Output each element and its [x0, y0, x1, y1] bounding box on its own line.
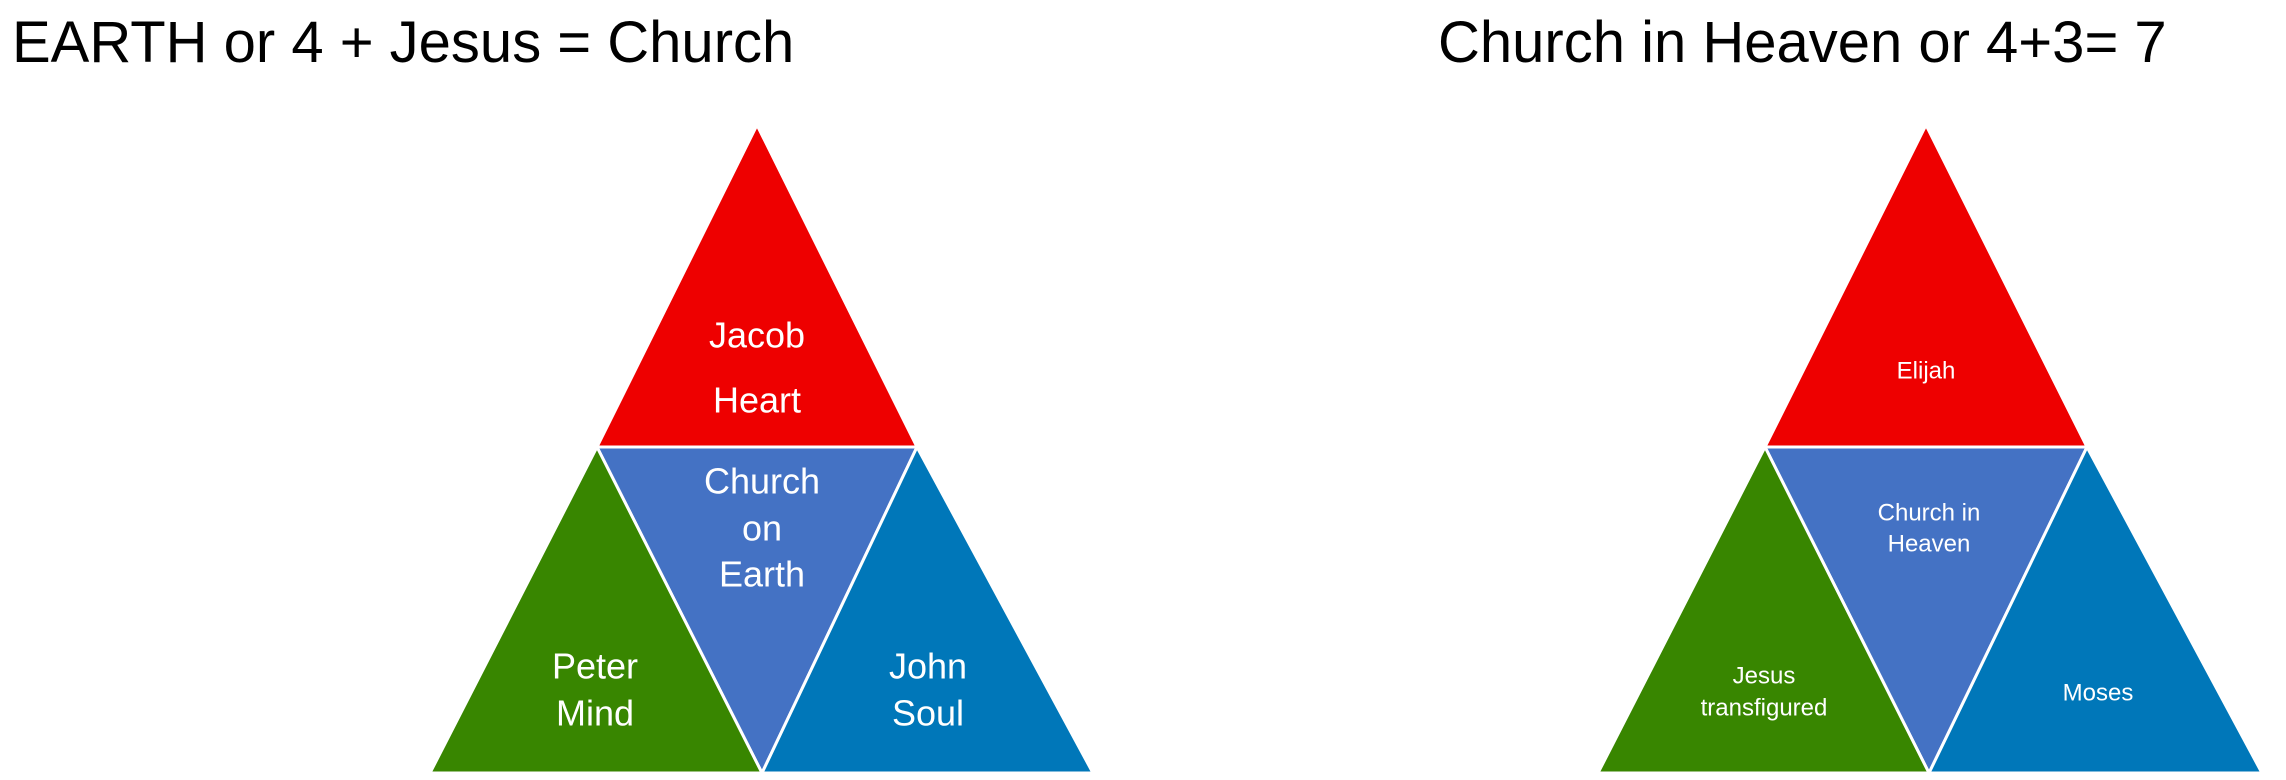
left-top-label-1: Jacob	[709, 315, 805, 356]
left-left-triangle	[427, 443, 765, 775]
right-center-label-1: Church in	[1878, 499, 1981, 526]
right-top-triangle	[1762, 121, 2090, 449]
left-right-triangle	[759, 443, 1096, 775]
right-diagram-title: Church in Heaven or 4+3= 7	[1438, 10, 2167, 75]
right-left-label-1: Jesus	[1733, 662, 1796, 689]
right-center-label-2: Heaven	[1888, 530, 1971, 557]
left-left-label-1: Peter	[552, 646, 638, 687]
left-right-label-1: John	[889, 646, 967, 687]
left-center-label-1: Church	[704, 461, 820, 502]
left-right-label-2: Soul	[892, 693, 964, 734]
right-left-label-2: transfigured	[1701, 694, 1828, 721]
left-top-label-2: Heart	[713, 380, 801, 421]
left-diagram-title: EARTH or 4 + Jesus = Church	[12, 10, 795, 75]
left-center-label-3: Earth	[719, 554, 805, 595]
right-triangle-diagram: Elijah Church in Heaven Jesus transfigur…	[1595, 121, 2265, 777]
right-right-triangle	[1926, 443, 2265, 775]
right-right-label-1: Moses	[2063, 679, 2134, 706]
left-left-label-2: Mind	[556, 693, 634, 734]
right-left-triangle	[1595, 443, 1932, 775]
right-top-label-1: Elijah	[1897, 357, 1956, 384]
left-triangle-diagram: Jacob Heart Church on Earth Peter Mind J…	[427, 121, 1096, 777]
left-center-label-2: on	[742, 508, 782, 549]
